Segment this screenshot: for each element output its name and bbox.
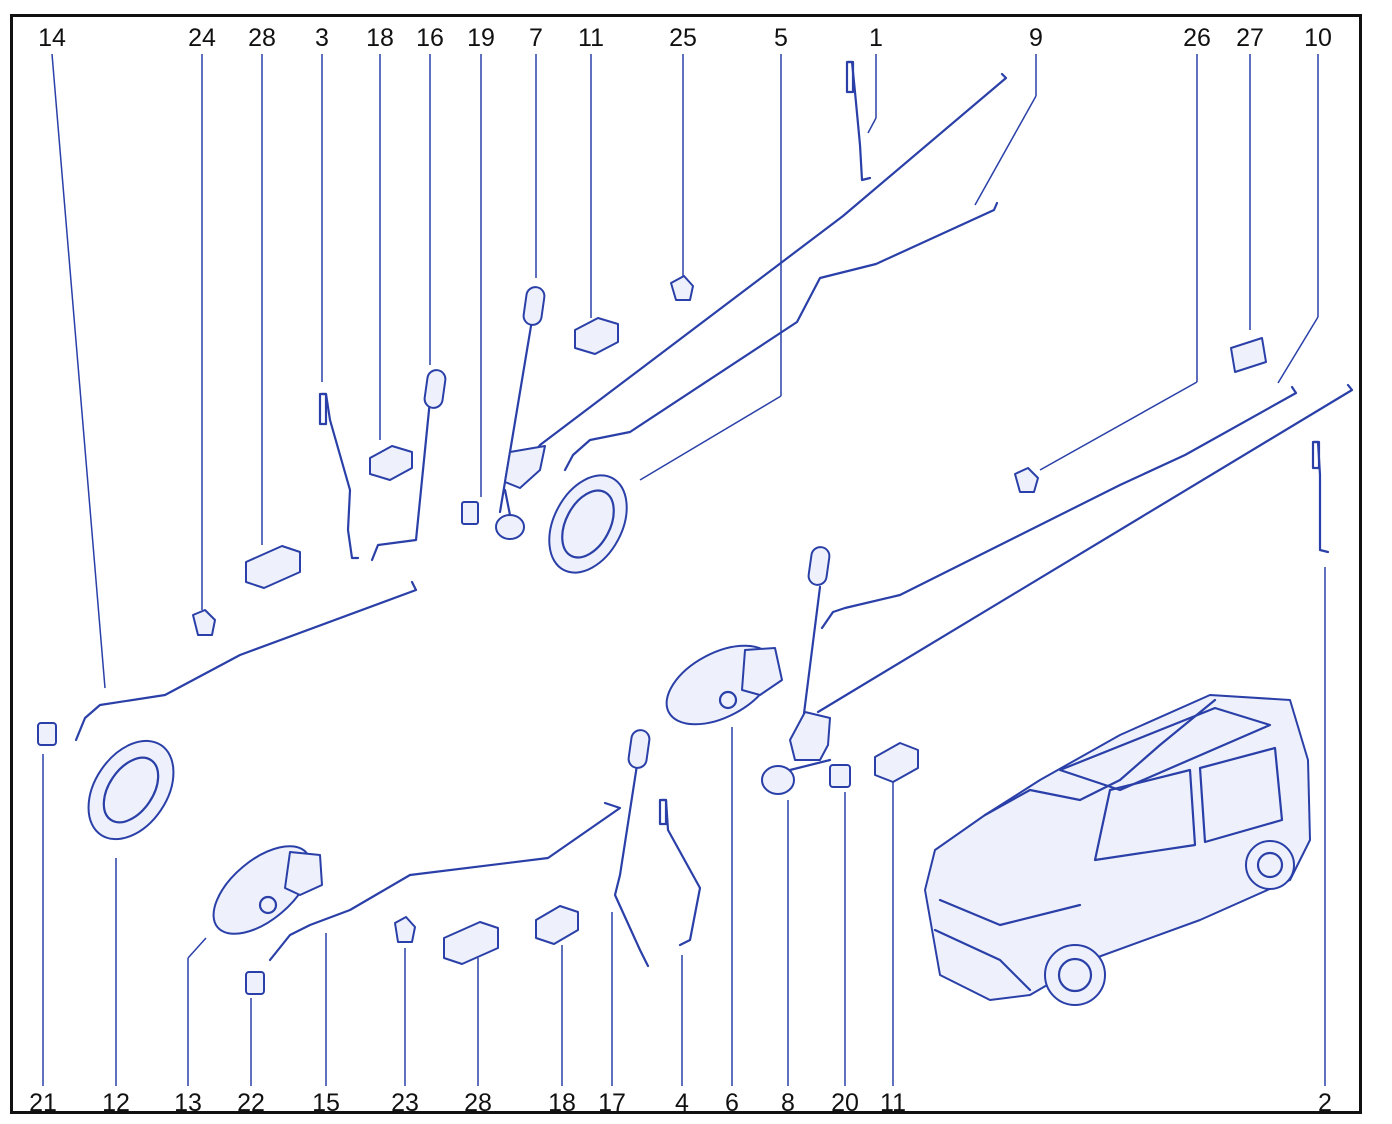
vehicle-outline: [924, 694, 1311, 1006]
callout-6: 6: [725, 1089, 739, 1117]
callout-11b: 11: [880, 1089, 906, 1117]
callout-26: 26: [1183, 24, 1211, 52]
leader-lines: [42, 53, 1326, 1086]
callout-21: 21: [29, 1089, 57, 1117]
callout-13: 13: [174, 1089, 202, 1117]
callout-11: 11: [578, 24, 604, 52]
callout-2: 2: [1318, 1089, 1332, 1117]
foam-blocks: [245, 317, 1267, 965]
callout-19: 19: [467, 24, 495, 52]
callout-7: 7: [529, 24, 543, 52]
clips: [37, 275, 1039, 995]
lock-mechanism-upper: [461, 445, 546, 540]
callout-25: 25: [669, 24, 697, 52]
callout-14: 14: [38, 24, 66, 52]
callout-23: 23: [391, 1089, 419, 1117]
diagram-frame: [10, 14, 1362, 1114]
callout-8: 8: [781, 1089, 795, 1117]
rod-end-caps: [318, 60, 1321, 826]
callout-15: 15: [312, 1089, 340, 1117]
rods: [74, 60, 1354, 968]
callout-9: 9: [1029, 24, 1043, 52]
lock-mechanism-lower: [761, 711, 851, 795]
callout-10: 10: [1304, 24, 1332, 52]
callout-28b: 28: [464, 1089, 492, 1117]
callout-5: 5: [774, 24, 788, 52]
callout-27: 27: [1236, 24, 1264, 52]
callout-1: 1: [869, 24, 883, 52]
callout-24: 24: [188, 24, 216, 52]
callout-17: 17: [598, 1089, 626, 1117]
callout-22: 22: [237, 1089, 265, 1117]
callout-18b: 18: [548, 1089, 576, 1117]
callout-18: 18: [366, 24, 394, 52]
callout-12: 12: [102, 1089, 130, 1117]
callout-16: 16: [416, 24, 444, 52]
callout-3: 3: [315, 24, 329, 52]
callout-28: 28: [248, 24, 276, 52]
callout-20: 20: [831, 1089, 859, 1117]
callout-4: 4: [675, 1089, 689, 1117]
door-handles: [87, 474, 783, 935]
